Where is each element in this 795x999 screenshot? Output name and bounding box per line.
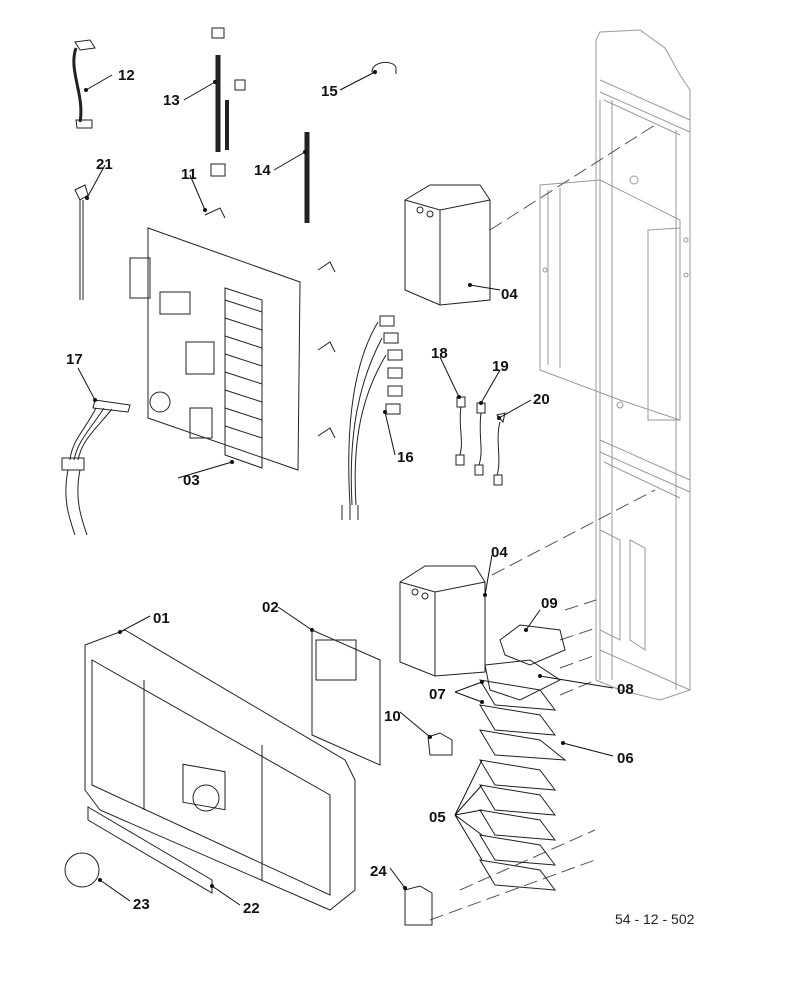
part-label-19: 19 bbox=[492, 358, 509, 375]
mounting-frame bbox=[539, 29, 691, 701]
part-label-06: 06 bbox=[617, 750, 634, 767]
part-label-07: 07 bbox=[429, 686, 446, 703]
part-label-13: 13 bbox=[163, 92, 180, 109]
harness-17 bbox=[61, 399, 131, 536]
terminal-blocks-05-06-07 bbox=[479, 679, 567, 891]
part-label-02: 02 bbox=[262, 599, 279, 616]
board-clips-11 bbox=[204, 207, 336, 439]
part-label-04: 04 bbox=[491, 544, 508, 561]
part-label-18: 18 bbox=[431, 345, 448, 362]
part-label-11: 11 bbox=[181, 166, 197, 183]
assembly-lines bbox=[429, 124, 656, 921]
part-label-14: 14 bbox=[254, 162, 271, 179]
part-label-23: 23 bbox=[133, 896, 150, 913]
contactor-04-upper bbox=[404, 184, 491, 306]
part-label-15: 15 bbox=[321, 83, 338, 100]
plate-08 bbox=[484, 659, 561, 701]
part-label-04: 04 bbox=[501, 286, 518, 303]
knob-23 bbox=[64, 852, 100, 888]
part-label-10: 10 bbox=[384, 708, 401, 725]
jumper-10 bbox=[427, 732, 453, 756]
part-label-22: 22 bbox=[243, 900, 260, 917]
part-label-08: 08 bbox=[617, 681, 634, 698]
jumper-24 bbox=[404, 885, 433, 926]
part-label-12: 12 bbox=[118, 67, 135, 84]
part-label-20: 20 bbox=[533, 391, 550, 408]
circuit-board-03 bbox=[129, 227, 301, 471]
leader-dots bbox=[84, 70, 565, 890]
part-label-03: 03 bbox=[183, 472, 200, 489]
wiring-harness-13 bbox=[210, 27, 246, 177]
reference-code: 54 - 12 - 502 bbox=[615, 911, 695, 927]
part-label-09: 09 bbox=[541, 595, 558, 612]
display-board-02 bbox=[311, 629, 381, 766]
bracket-09 bbox=[499, 624, 566, 666]
cable-tie-21 bbox=[74, 184, 89, 300]
harness-16 bbox=[341, 315, 403, 520]
ribbon-cable-12 bbox=[72, 39, 96, 129]
part-label-05: 05 bbox=[429, 809, 446, 826]
part-label-24: 24 bbox=[370, 863, 387, 880]
part-label-01: 01 bbox=[153, 610, 170, 627]
sensors-18-19-20 bbox=[455, 396, 506, 486]
leader-lines bbox=[77, 71, 614, 906]
contactor-04-lower bbox=[399, 565, 486, 677]
control-panel-01 bbox=[84, 629, 356, 911]
part-label-16: 16 bbox=[397, 449, 414, 466]
trim-strip-22 bbox=[87, 806, 213, 894]
part-label-17: 17 bbox=[66, 351, 83, 368]
part-label-21: 21 bbox=[96, 156, 113, 173]
